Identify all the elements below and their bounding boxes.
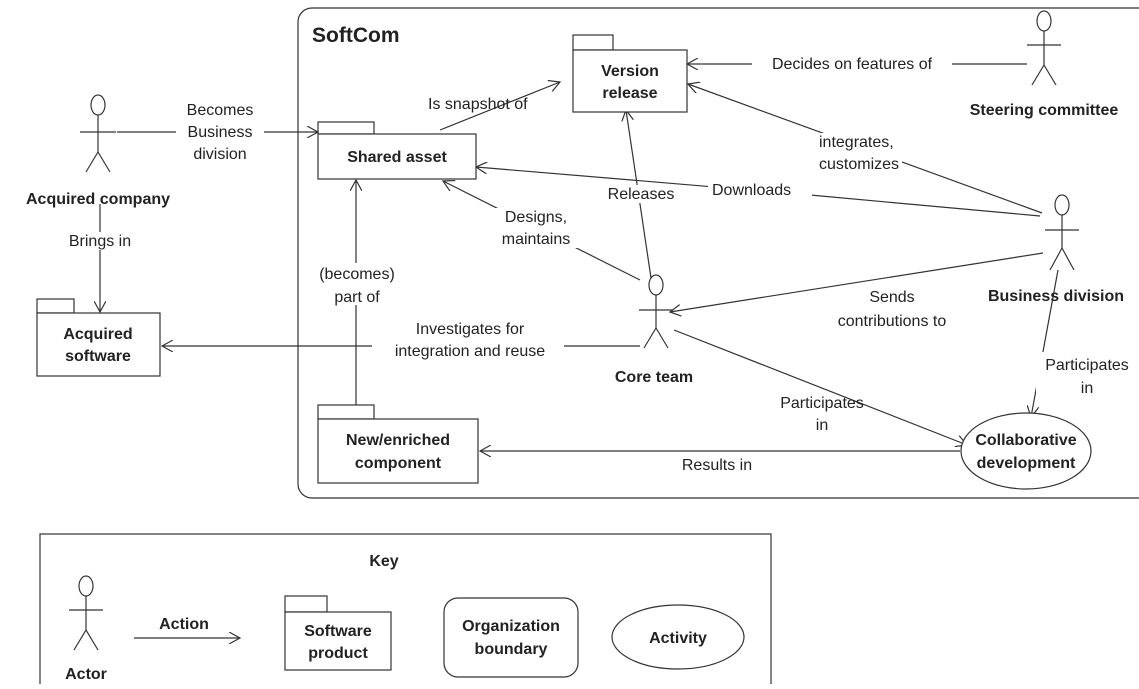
- label-integrates: integrates,: [819, 134, 894, 151]
- key-org-line-2: boundary: [475, 641, 548, 658]
- actor-figure-icon: [80, 94, 116, 173]
- edge-participates-business: [1031, 269, 1059, 417]
- key-actor: Actor: [65, 575, 107, 683]
- steering-committee-actor: Steering committee: [970, 10, 1119, 119]
- label-in-core: in: [816, 417, 828, 434]
- acquired-company-actor: Acquired company: [26, 94, 170, 208]
- core-team-actor: Core team: [615, 274, 693, 386]
- collab-dev-line-1: Collaborative: [975, 432, 1076, 449]
- acquired-company-label: Acquired company: [26, 191, 170, 208]
- edge-participates-core: [673, 329, 967, 445]
- edge-is-snapshot-of: [439, 82, 560, 131]
- actor-figure-icon: [639, 274, 673, 349]
- acquired-software-line-2: software: [65, 348, 131, 365]
- key-software-line-2: product: [308, 645, 368, 662]
- key-org-line-1: Organization: [462, 618, 560, 635]
- actor-figure-icon: [69, 575, 103, 651]
- new-component-line-2: component: [355, 455, 442, 472]
- steering-committee-label: Steering committee: [970, 102, 1119, 119]
- label-becomes-paren: (becomes): [319, 266, 395, 283]
- key-organization-boundary: Organization boundary: [443, 597, 579, 678]
- label-part-of: part of: [334, 289, 380, 306]
- key-actor-label: Actor: [65, 666, 107, 683]
- label-participates-business: Participates: [1045, 357, 1129, 374]
- business-division-label: Business division: [988, 288, 1124, 305]
- key-title: Key: [369, 553, 398, 570]
- new-component-line-1: New/enriched: [346, 432, 450, 449]
- label-results-in: Results in: [682, 457, 752, 474]
- core-team-label: Core team: [615, 369, 693, 386]
- legend-key: Key Actor Action Software product Organi…: [39, 533, 772, 689]
- label-releases: Releases: [608, 186, 675, 203]
- collab-dev-line-2: development: [977, 455, 1076, 472]
- label-brings-in: Brings in: [69, 233, 131, 250]
- label-contributions-to: contributions to: [838, 313, 947, 330]
- key-activity: Activity: [611, 604, 745, 670]
- label-decides-on-features: Decides on features of: [772, 56, 933, 73]
- label-maintains: maintains: [502, 231, 570, 248]
- label-business: Business: [188, 124, 253, 141]
- label-investigates: Investigates for: [416, 321, 525, 338]
- label-sends: Sends: [869, 289, 914, 306]
- label-in-business: in: [1081, 380, 1093, 397]
- label-participates-core: Participates: [780, 395, 864, 412]
- label-downloads: Downloads: [712, 182, 791, 199]
- key-software-line-1: Software: [304, 623, 372, 640]
- version-release-line-1: Version: [601, 63, 659, 80]
- new-component-product: New/enriched component: [317, 404, 479, 484]
- version-release-line-2: release: [602, 85, 657, 102]
- key-software-product: Software product: [284, 595, 392, 671]
- label-is-snapshot-of: Is snapshot of: [428, 96, 528, 113]
- acquired-software-line-1: Acquired: [63, 326, 132, 343]
- shared-asset-product: Shared asset: [317, 121, 477, 180]
- edge-sends-contributions: [670, 252, 1044, 312]
- org-title: SoftCom: [312, 24, 400, 47]
- label-becomes: Becomes: [187, 102, 254, 119]
- business-division-actor: Business division: [988, 194, 1124, 305]
- key-activity-label: Activity: [649, 630, 707, 647]
- label-customizes: customizes: [819, 156, 899, 173]
- key-action-label: Action: [159, 616, 209, 633]
- softcom-boundary: [297, 7, 1139, 499]
- label-integration-reuse: integration and reuse: [395, 343, 545, 360]
- collaborative-development-activity: Collaborative development: [960, 412, 1092, 490]
- acquired-software-product: Acquired software: [36, 298, 161, 377]
- label-designs: Designs,: [505, 209, 567, 226]
- actor-figure-icon: [1027, 10, 1061, 86]
- version-release-product: Version release: [572, 34, 688, 113]
- shared-asset-label: Shared asset: [347, 149, 447, 166]
- actor-figure-icon: [1045, 194, 1079, 271]
- key-action: Action: [134, 616, 240, 638]
- label-division: division: [193, 146, 246, 163]
